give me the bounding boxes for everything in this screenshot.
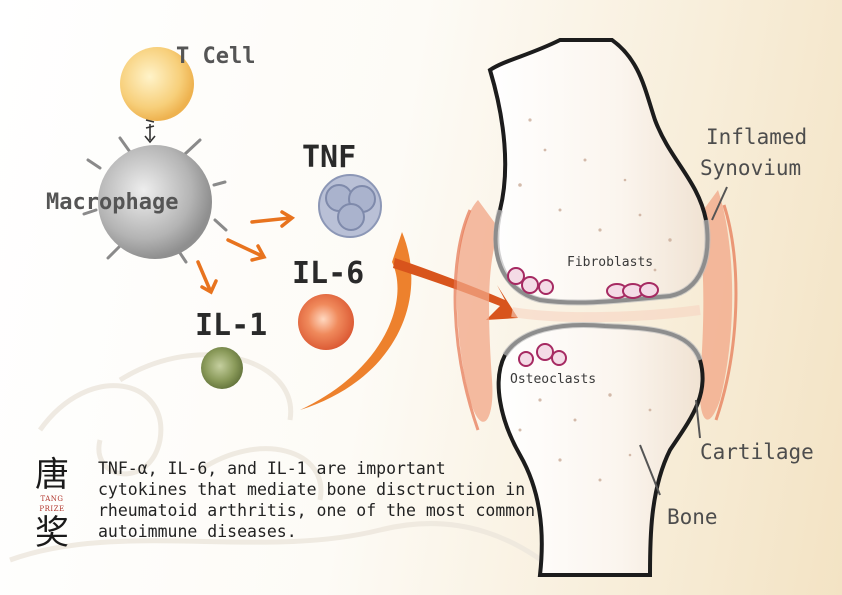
- il1-icon: [201, 347, 243, 389]
- tnf-icon: [318, 174, 382, 238]
- macrophage-icon: [82, 136, 228, 264]
- cartilage-label: Cartilage: [700, 440, 814, 464]
- il6-label: IL-6: [292, 256, 365, 291]
- caption: TNF-α, IL-6, and IL-1 are important cyto…: [98, 458, 568, 542]
- fibroblasts-label: Fibroblasts: [567, 255, 654, 270]
- tang-prize-logo: 唐 TANG PRIZE 奖: [28, 456, 76, 552]
- logo-glyph-1: 唐: [35, 455, 69, 495]
- tnf-label: TNF: [302, 140, 357, 175]
- cartilage-pointer: [695, 399, 701, 439]
- logo-glyph-2: 奖: [35, 513, 69, 553]
- synovium-pointer: [711, 186, 728, 221]
- joint-diagram: [453, 38, 738, 577]
- logo-brand-text: TANG PRIZE: [39, 495, 65, 513]
- osteoclasts-label: Osteoclasts: [510, 372, 597, 387]
- caption-line-2: cytokines that mediate bone disctruction…: [98, 480, 526, 499]
- inflamed-label: Inflamed: [706, 125, 808, 149]
- bone-pointer: [639, 444, 661, 496]
- il1-label: IL-1: [195, 308, 268, 343]
- caption-line-1: TNF-α, IL-6, and IL-1 are important: [98, 459, 446, 478]
- t-cell-label: T Cell: [176, 44, 256, 69]
- joint-arrow-icon: [300, 232, 412, 410]
- synovium-label: Synovium: [700, 156, 802, 180]
- background-swirls: [9, 352, 562, 577]
- caption-line-3: rheumatoid arthritis, one of the most co…: [98, 501, 536, 520]
- fibroblasts-icon: [606, 282, 659, 299]
- down-arrow-icon: [144, 119, 156, 144]
- il6-icon: [298, 294, 354, 350]
- macrophage-label: Macrophage: [46, 190, 179, 215]
- synovium-capsule: [456, 200, 500, 422]
- t-cell-icon: [120, 47, 194, 121]
- cytokine-arrows: [196, 210, 296, 295]
- osteoclasts-icon: [507, 267, 567, 367]
- bone-label: Bone: [667, 505, 718, 529]
- caption-line-4: autoimmune diseases.: [98, 522, 297, 541]
